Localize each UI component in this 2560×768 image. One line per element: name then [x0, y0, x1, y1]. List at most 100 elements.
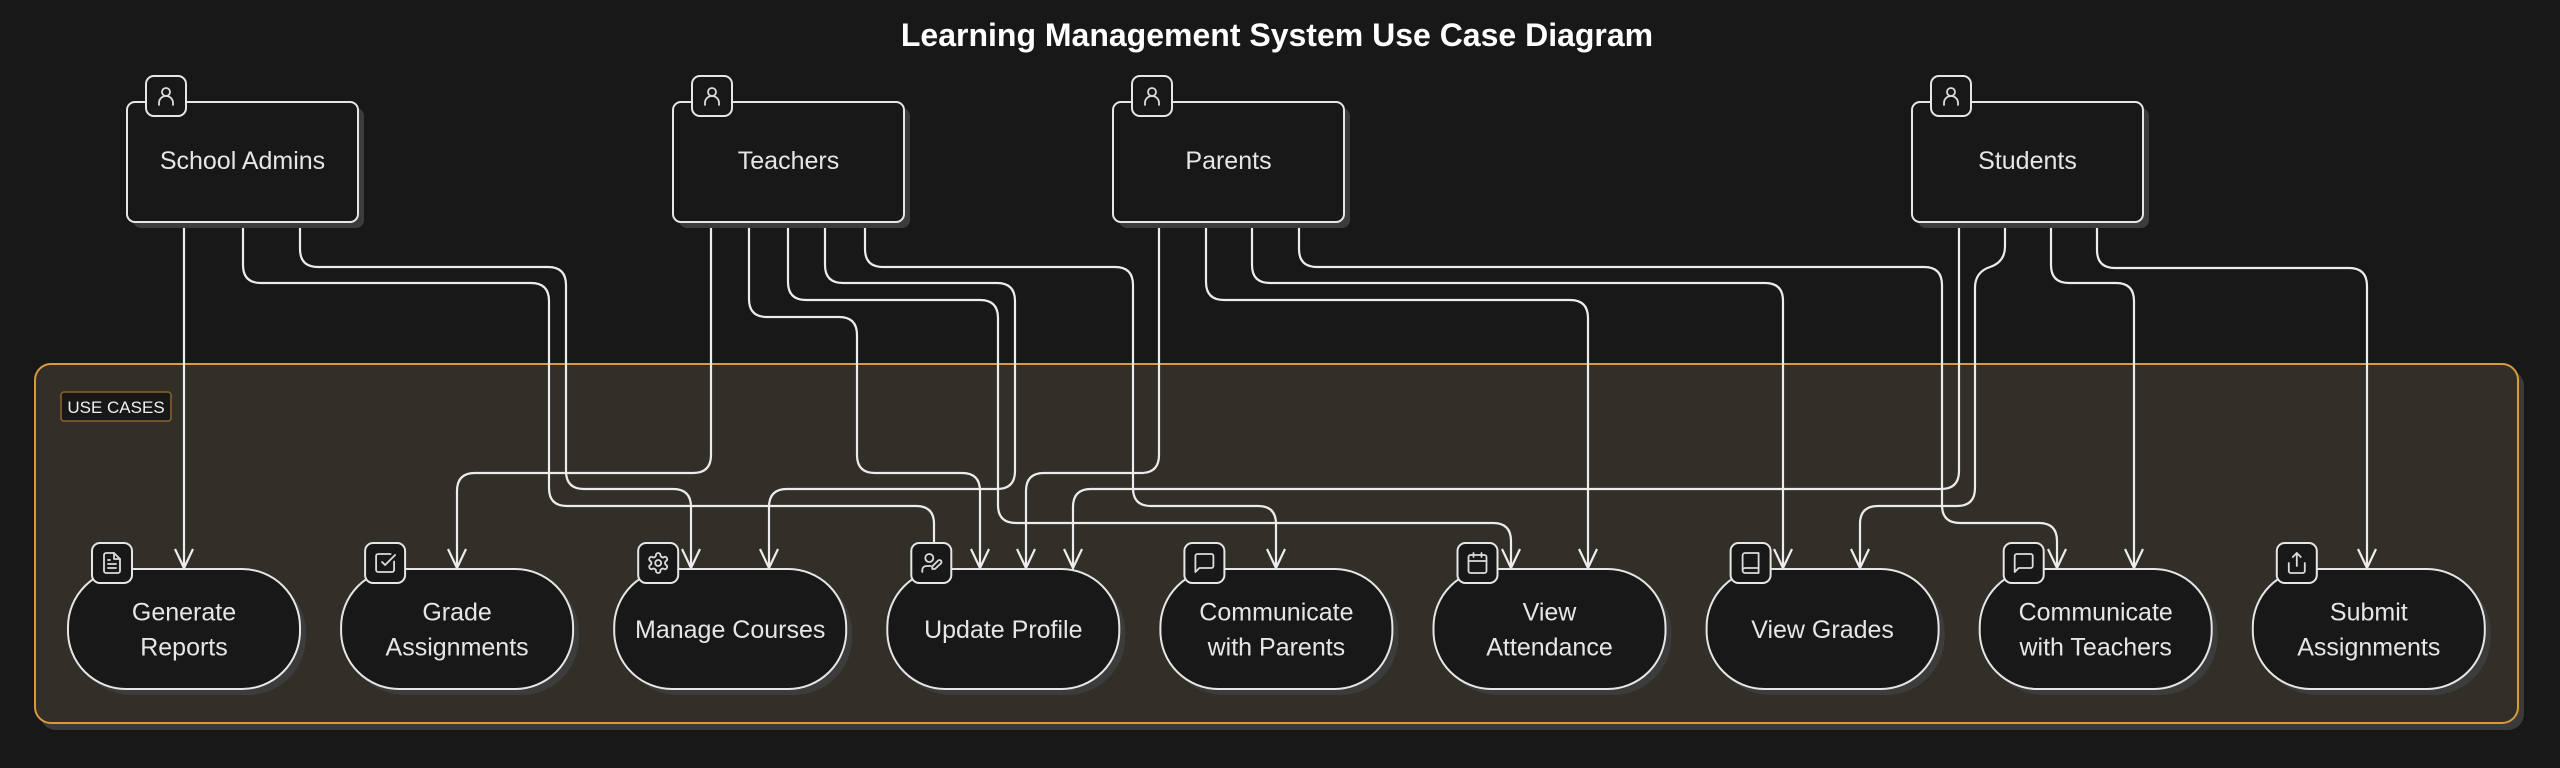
user-icon-glyph: [1943, 87, 1959, 106]
user-pen-icon-glyph: [921, 553, 943, 573]
user-icon: [1131, 75, 1173, 117]
icon-badge: [1183, 542, 1226, 584]
calendar-icon: [1456, 542, 1499, 584]
upload-icon: [2275, 542, 2318, 584]
use-case-pill[interactable]: [67, 568, 301, 690]
icon-badge: [1456, 542, 1499, 584]
use-case-label: Communicate: [1199, 599, 1353, 627]
use-case-label: Assignments: [2297, 634, 2440, 662]
actor-box[interactable]: [672, 101, 905, 223]
use-case-pill[interactable]: [1432, 568, 1667, 690]
edge-line: [1071, 222, 1961, 568]
use-case-label: Reports: [140, 634, 228, 662]
upload-icon-glyph: [2287, 552, 2306, 574]
actor-admins[interactable]: School Admins: [126, 75, 364, 228]
use-case-label: Submit: [2330, 599, 2408, 627]
use-case-label: View: [1523, 599, 1578, 627]
edge-line: [1297, 222, 2059, 568]
icon-badge: [2002, 542, 2045, 584]
actor-teachers[interactable]: Teachers: [672, 75, 910, 228]
edge-line: [241, 222, 936, 568]
edge-line: [1204, 222, 1590, 568]
message-square-icon: [1183, 542, 1226, 584]
user-icon: [1930, 75, 1972, 117]
group-label: USE CASES: [67, 398, 164, 417]
edge-line: [2095, 222, 2369, 568]
actor-box[interactable]: [1112, 101, 1345, 223]
actor-label: School Admins: [160, 147, 325, 175]
file-text-icon: [91, 542, 133, 584]
edge-line: [1024, 222, 1161, 568]
user-icon-glyph: [158, 87, 174, 106]
use-case-label: Assignments: [386, 634, 529, 662]
edge-line: [863, 222, 1278, 568]
use-case-label: Update Profile: [924, 616, 1082, 644]
use-case-manage-courses[interactable]: Manage Courses: [613, 542, 853, 695]
edge-line: [786, 222, 1513, 568]
edge-line: [747, 222, 982, 568]
actor-box[interactable]: [126, 101, 359, 223]
actor-label: Teachers: [738, 147, 839, 175]
use-case-view-grades[interactable]: View Grades: [1705, 542, 1945, 695]
icon-badge: [1729, 542, 1772, 584]
use-case-label: with Parents: [1207, 634, 1346, 662]
message-square-icon: [2002, 542, 2045, 584]
message-square-icon-glyph: [2013, 553, 2034, 573]
calendar-icon-glyph: [1467, 552, 1488, 574]
diagram-title: Learning Management System Use Case Diag…: [901, 17, 1653, 53]
arrowhead-icon: [1063, 548, 1083, 571]
edge-line: [1858, 222, 2007, 568]
user-icon-glyph: [704, 87, 720, 106]
use-case-label: Communicate: [2019, 599, 2173, 627]
icon-badge: [364, 542, 407, 584]
use-case-communicate-parents[interactable]: Communicate with Parents: [1159, 542, 1399, 695]
use-case-pill[interactable]: [613, 568, 848, 690]
user-pen-icon: [910, 542, 953, 584]
actor-parents[interactable]: Parents: [1112, 75, 1350, 228]
edge-line: [767, 222, 1017, 568]
icon-badge: [910, 542, 953, 584]
file-text-icon-glyph: [103, 552, 121, 574]
edge-line: [455, 222, 713, 568]
user-icon-glyph: [1144, 87, 1160, 106]
actor-label: Students: [1978, 147, 2077, 175]
use-case-label: View Grades: [1751, 616, 1894, 644]
use-case-label: Grade: [422, 599, 491, 627]
use-case-label: Generate: [132, 599, 236, 627]
edge-line: [298, 222, 693, 568]
use-case-pill[interactable]: [1159, 568, 1394, 690]
gear-icon-glyph: [648, 552, 669, 574]
actors-layer: School Admins Teachers Parents Students: [126, 75, 2149, 228]
use-case-communicate-teachers[interactable]: Communicate with Teachers: [1978, 542, 2218, 695]
use-case-label: Attendance: [1486, 634, 1613, 662]
check-square-icon: [364, 542, 407, 584]
book-icon-glyph: [1741, 552, 1760, 574]
actor-students[interactable]: Students: [1911, 75, 2149, 228]
use-case-pill[interactable]: [886, 568, 1121, 690]
edge-students-to-update-profile: [1063, 222, 1961, 571]
use-case-label: Manage Courses: [635, 616, 825, 644]
book-icon: [1729, 542, 1772, 584]
edge-line: [2049, 222, 2136, 568]
user-icon: [145, 75, 187, 117]
use-case-label: with Teachers: [2018, 634, 2171, 662]
use-case-pill[interactable]: [1705, 568, 1940, 690]
use-case-pill[interactable]: [340, 568, 575, 690]
check-square-icon-glyph: [375, 553, 397, 573]
use-case-pill[interactable]: [2251, 568, 2486, 690]
group-label-box: [60, 391, 172, 422]
actor-box[interactable]: [1911, 101, 2144, 223]
icon-badge: [637, 542, 680, 584]
use-case-pill[interactable]: [1978, 568, 2213, 690]
user-icon: [691, 75, 733, 117]
message-square-icon-glyph: [1194, 553, 1215, 573]
gear-icon: [637, 542, 680, 584]
edge-line: [1250, 222, 1785, 568]
use-case-update-profile[interactable]: Update Profile: [886, 542, 1126, 695]
